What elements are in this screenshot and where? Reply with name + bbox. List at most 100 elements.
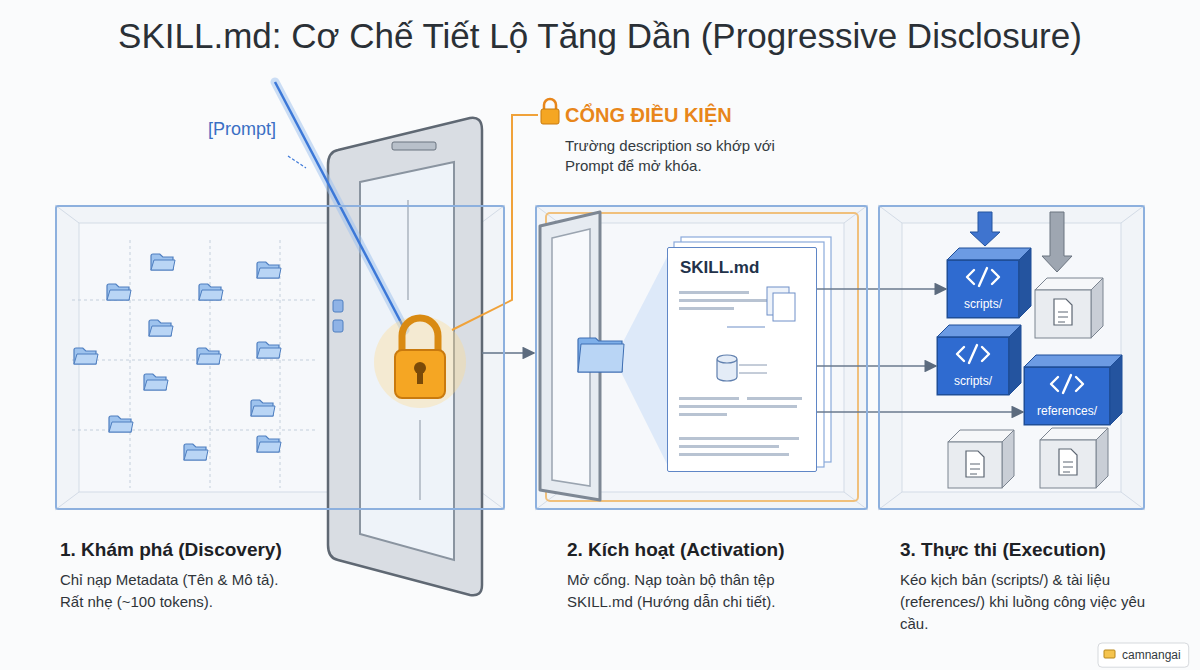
perspective-line — [55, 492, 79, 510]
watermark-icon — [1104, 650, 1115, 658]
grey-cube — [948, 430, 1014, 488]
cube-front — [1040, 440, 1096, 488]
cube-side — [1096, 428, 1108, 488]
cube-side — [1091, 278, 1103, 338]
stage-panel: 1. Khám phá (Discovery)Chỉ nạp Metadata … — [55, 205, 505, 510]
folder-flap — [151, 260, 175, 270]
folder-flap — [257, 268, 281, 278]
cube-top — [1024, 355, 1122, 367]
script-cube: scripts/ — [937, 337, 1009, 395]
folder-name: references/ — [1037, 404, 1097, 418]
prompt-leader — [288, 156, 306, 168]
cube-front — [948, 442, 1002, 488]
folder-flap — [107, 290, 131, 300]
mini-doc — [773, 293, 795, 321]
panel-ground — [535, 205, 868, 510]
folder-flap — [144, 380, 168, 390]
code-icon — [1051, 375, 1083, 393]
folder-flap — [197, 354, 221, 364]
watermark: camnangai — [1122, 647, 1181, 663]
code-icon — [957, 345, 989, 363]
lock-body — [395, 350, 445, 398]
folder-flap — [74, 354, 98, 364]
reference-cube: references/ — [1024, 367, 1110, 425]
stage-panel: scripts/scripts/references/3. Thực thi (… — [878, 205, 1145, 510]
illustration — [55, 82, 1189, 667]
gate-frame — [328, 118, 482, 596]
perspective-line — [1121, 492, 1145, 510]
cube-side — [1110, 355, 1122, 425]
feed-arrow — [970, 212, 1000, 246]
gate-exit — [482, 352, 505, 354]
document-title: SKILL.md — [680, 258, 759, 278]
folder-flap — [257, 348, 281, 358]
flow-arrow — [817, 411, 1023, 413]
back-wall — [559, 223, 844, 492]
lock-keyhole — [417, 370, 423, 384]
folder-flap — [251, 406, 275, 416]
callout-note: Trường description so khớp với Prompt để… — [565, 136, 780, 177]
text-placeholder — [679, 299, 775, 302]
text-placeholder — [747, 405, 797, 408]
script-cube: scripts/ — [947, 260, 1019, 318]
doc-icon — [966, 451, 984, 477]
back-wall — [902, 223, 1121, 492]
doc-lines — [1063, 462, 1073, 472]
cube-top — [937, 325, 1021, 337]
gate-feed — [407, 200, 408, 300]
text-placeholder — [679, 437, 799, 440]
stage-heading: 3. Thực thi (Execution) — [900, 539, 1106, 561]
text-placeholder — [679, 445, 779, 448]
grid-line — [72, 360, 318, 361]
cube-front — [937, 337, 1009, 395]
text-placeholder — [747, 397, 802, 400]
grey-cube — [1035, 278, 1103, 338]
stage-heading: 2. Kích hoạt (Activation) — [567, 539, 784, 561]
stage-description: Mở cổng. Nạp toàn bộ thân tệp SKILL.md (… — [567, 569, 832, 613]
doc-lines — [1058, 312, 1068, 322]
perspective-line — [878, 492, 902, 510]
flow-arrow — [817, 365, 936, 367]
perspective-line — [1121, 205, 1145, 223]
callout-lock-body — [541, 109, 559, 124]
folder-flap — [149, 326, 173, 336]
folder-name: scripts/ — [954, 374, 992, 388]
folder-flap — [199, 290, 223, 300]
feed-arrow — [1042, 212, 1072, 272]
folder-flap — [184, 450, 208, 460]
cube-side — [1002, 430, 1014, 488]
gate-slot — [392, 142, 436, 150]
stage-heading: 1. Khám phá (Discovery) — [60, 539, 282, 561]
code-cube — [947, 248, 1031, 318]
stage-panel: SKILL.md2. Kích hoạt (Activation)Mở cổng… — [535, 205, 868, 510]
perspective-line — [481, 205, 505, 223]
cube-top — [947, 248, 1031, 260]
folder-name: scripts/ — [964, 297, 1002, 311]
gate-button — [333, 320, 343, 332]
cube-front — [1035, 290, 1091, 338]
code-cube — [1024, 355, 1122, 425]
database-icon — [717, 355, 737, 381]
lock-shackle — [402, 318, 438, 352]
document-sheet — [667, 247, 817, 472]
cube-side — [1019, 248, 1031, 318]
doc-icon — [1054, 299, 1072, 325]
text-placeholder — [679, 307, 734, 310]
mini-arrow — [727, 326, 765, 327]
flow-arrow — [817, 288, 946, 290]
gate-feed — [419, 420, 420, 500]
document-page: SKILL.md — [667, 247, 817, 472]
perspective-line — [481, 492, 505, 510]
doc-icon — [1059, 449, 1077, 475]
callout-lock-shackle — [544, 99, 556, 110]
text-placeholder — [679, 397, 739, 400]
watermark-box — [1098, 643, 1189, 667]
folder-flap — [578, 344, 624, 372]
cube-front — [947, 260, 1019, 318]
panel-ground — [878, 205, 1145, 510]
gate-button — [333, 300, 343, 312]
code-icon — [967, 268, 999, 286]
